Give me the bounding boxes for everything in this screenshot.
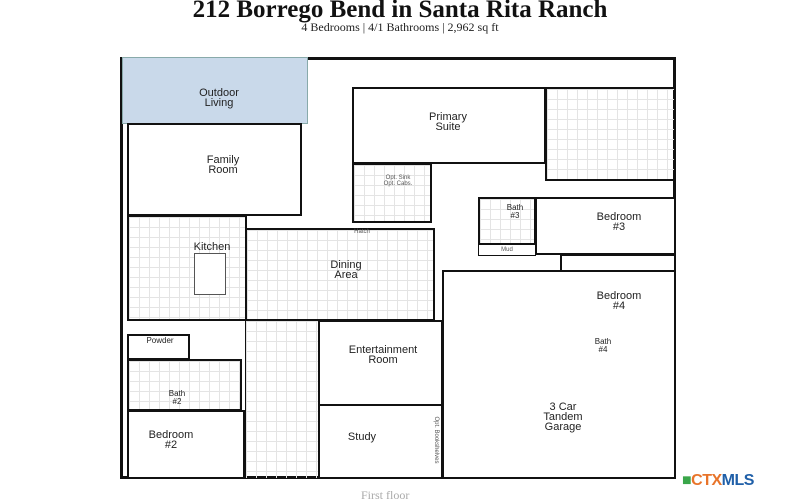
kitchen [127, 215, 247, 321]
garage [442, 270, 676, 479]
page-title: 212 Borrego Bend in Santa Rita Ranch [192, 0, 608, 23]
outdoor-living-label: Outdoor Living [199, 87, 239, 109]
kitchen-island [194, 253, 226, 295]
primary-suite-label: Primary Suite [429, 111, 467, 133]
hallway [245, 320, 319, 479]
texas-icon: ■ [682, 472, 692, 489]
primary-suite [352, 87, 546, 164]
outdoor-living [122, 57, 308, 124]
kitchen-label: Kitchen [193, 241, 231, 253]
bedroom-2 [127, 410, 245, 479]
bath-2-label: Bath #2 [168, 389, 186, 406]
entertainment-room-label: Entertainment Room [348, 344, 418, 366]
study-label: Study [347, 431, 377, 443]
opt-sink-label: Opt. Sink Opt. Cabs. [383, 175, 413, 187]
logo-text-mls: MLS [721, 472, 755, 489]
mud-label: Mud [501, 247, 513, 253]
bedroom-4-label: Bedroom #4 [596, 290, 642, 312]
family-room-label: Family Room [206, 154, 240, 176]
closet-hall [352, 163, 432, 223]
garage-label: 3 Car Tandem Garage [543, 401, 583, 433]
entertainment-room [318, 320, 443, 406]
hatch-label: Hatch [354, 229, 370, 235]
family-room [127, 123, 302, 216]
bedroom-2-label: Bedroom #2 [148, 429, 194, 451]
dining-area-label: Dining Area [330, 259, 362, 281]
floor-label: First floor [361, 488, 410, 502]
bath-3-label: Bath #3 [506, 203, 524, 220]
bedroom-3 [535, 197, 676, 255]
logo-text-ctx: CTX [691, 472, 722, 489]
bath-4-label: Bath #4 [594, 337, 612, 354]
page-subtitle: 4 Bedrooms | 4/1 Bathrooms | 2,962 sq ft [301, 20, 499, 34]
bedroom-3-label: Bedroom #3 [596, 211, 642, 233]
study [318, 404, 443, 479]
primary-bath [545, 87, 676, 181]
ctxmls-logo: ■CTXMLS [682, 472, 754, 490]
powder-label: Powder [146, 336, 174, 345]
opt-bookshelves-label: Opt. Bookshelves [433, 416, 439, 464]
